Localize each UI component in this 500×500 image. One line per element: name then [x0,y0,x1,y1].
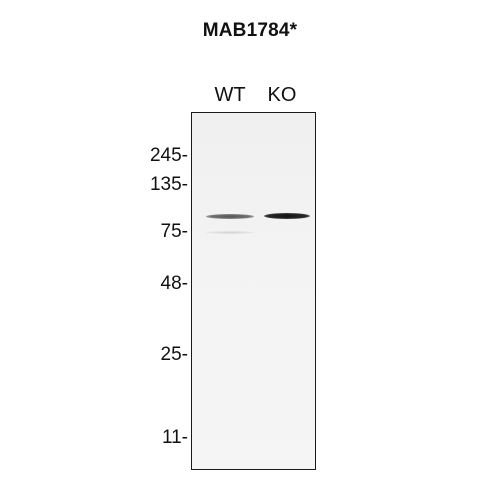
faint-band-wt [206,231,254,234]
lane-label-ko: KO [267,84,297,106]
marker-245: 245- [149,145,188,166]
band-ko [264,213,310,219]
band-wt [206,214,254,219]
marker-135: 135- [149,174,188,195]
lane-label-wt: WT [214,84,246,106]
blot-membrane [191,112,316,470]
marker-75: 75- [160,221,188,242]
marker-11: 11- [161,427,188,448]
figure-title: MAB1784* [202,20,298,41]
marker-48: 48- [160,273,188,294]
marker-25: 25- [160,344,188,365]
